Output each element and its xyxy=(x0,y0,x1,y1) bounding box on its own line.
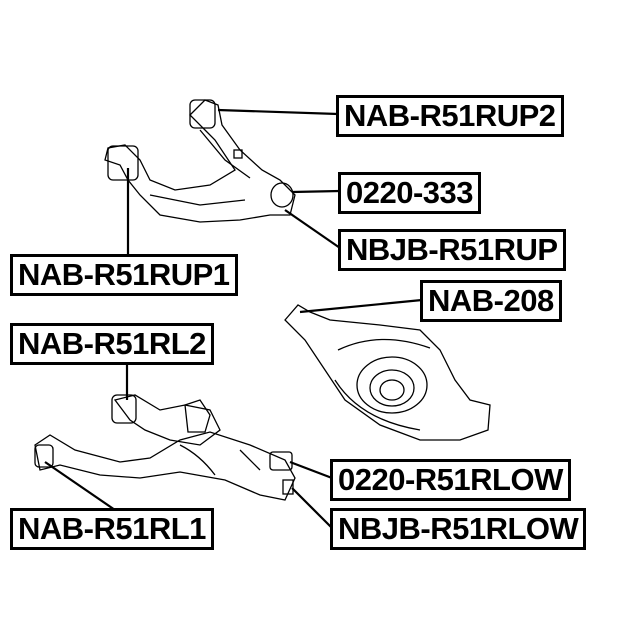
upper-control-arm xyxy=(104,99,296,223)
label-nab-r51rl1: NAB-R51RL1 xyxy=(10,508,214,550)
upper-bushing-1-shape xyxy=(107,145,139,181)
lower-balljoint-shape xyxy=(269,451,293,471)
label-0220-333: 0220-333 xyxy=(338,172,482,214)
rear-lower-arm xyxy=(284,304,491,441)
label-nab-r51rup1: NAB-R51RUP1 xyxy=(10,254,238,296)
upper-balljoint-shape xyxy=(270,182,294,208)
lower-bushing-2-shape xyxy=(111,394,137,424)
label-nab-r51rl2: NAB-R51RL2 xyxy=(10,323,214,365)
leader-lines xyxy=(44,108,423,529)
label-nbjb-r51rlow: NBJB-R51RLOW xyxy=(330,508,587,550)
label-0220-r51rlow: 0220-R51RLOW xyxy=(330,459,571,501)
label-nab-r51rup2: NAB-R51RUP2 xyxy=(336,95,564,137)
label-nbjb-r51rup: NBJB-R51RUP xyxy=(338,229,566,271)
upper-bushing-2-shape xyxy=(189,99,216,129)
lower-control-arm xyxy=(34,394,296,501)
lower-bushing-1-shape xyxy=(34,444,54,468)
label-nab-208: NAB-208 xyxy=(420,280,562,322)
